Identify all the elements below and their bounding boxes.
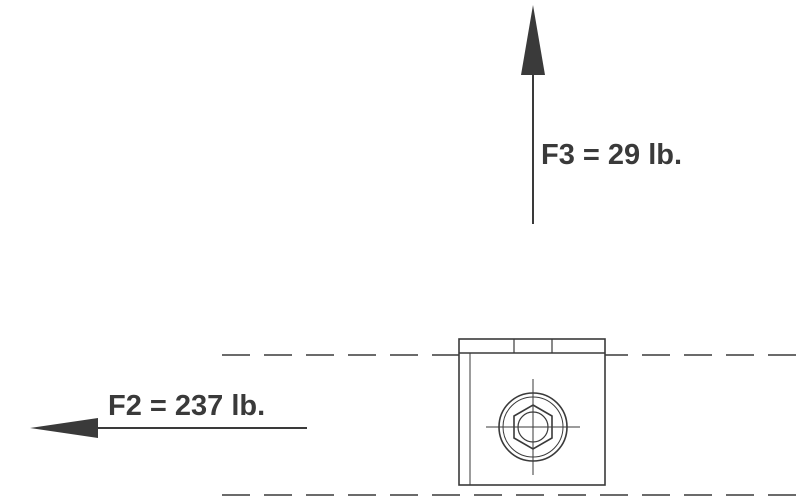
f2-force-arrow [30,418,307,438]
f3-force-arrow [521,5,545,224]
f3-arrow-head [521,5,545,75]
hex-bolt-icon [486,379,580,475]
f2-arrow-head [30,418,98,438]
f2-label: F2 = 237 lb. [108,390,265,422]
f3-label: F3 = 29 lb. [541,139,682,171]
